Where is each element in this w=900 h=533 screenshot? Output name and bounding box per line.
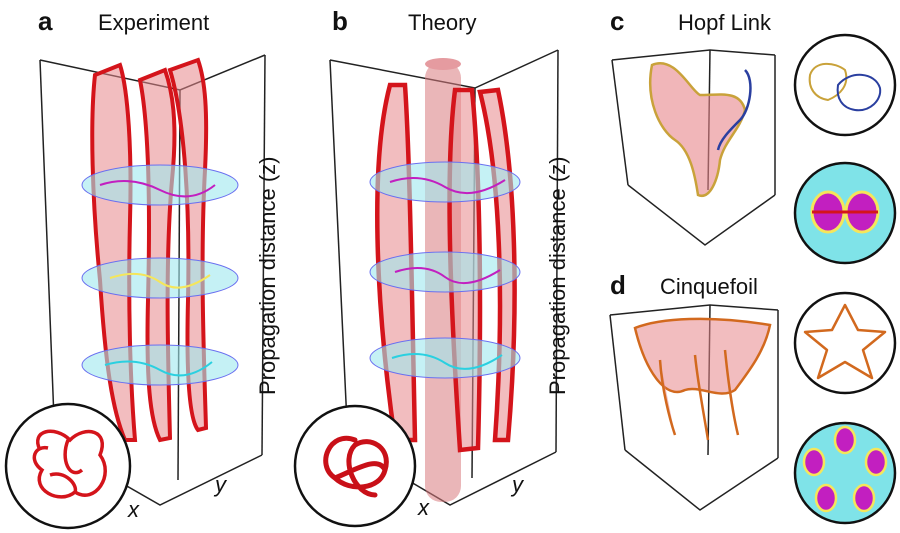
panel-c-figure	[611, 33, 897, 265]
panel-letter-b: b	[332, 6, 348, 36]
panel-title-c: Hopf Link	[678, 10, 771, 35]
panel-d: d Cinquefoil	[600, 270, 900, 533]
hopf-link-icon	[793, 33, 897, 137]
axis-z-label-b: Propagation distance (z)	[545, 156, 570, 395]
panel-a: a Experiment Pro	[0, 0, 300, 533]
phase-disc-icon	[81, 164, 239, 386]
axis-x-label-a: x	[128, 497, 139, 522]
panel-letter-a: a	[38, 6, 53, 36]
panel-letter-c: c	[610, 6, 625, 36]
phase-disc-icon	[793, 421, 897, 525]
axis-y-label-a: y	[215, 472, 226, 497]
axis-z-label-a: Propagation distance (z)	[255, 156, 280, 395]
phase-disc-icon	[369, 161, 521, 379]
phase-disc-icon	[793, 161, 897, 265]
axis-x-label-b: x	[418, 495, 429, 520]
panel-title-d: Cinquefoil	[660, 274, 758, 299]
trefoil-knot-icon	[293, 404, 417, 528]
panel-title-b: Theory	[408, 10, 477, 35]
panel-d-figure	[609, 291, 897, 525]
panel-a-figure	[4, 54, 266, 530]
axis-y-label-b: y	[512, 472, 523, 497]
panel-b-figure	[293, 49, 559, 528]
panel-c: c Hopf Link	[600, 0, 900, 270]
panel-b: b Theory Propaga	[293, 0, 600, 533]
panel-letter-d: d	[610, 270, 626, 300]
panel-title-a: Experiment	[98, 10, 210, 35]
cinquefoil-knot-icon	[793, 291, 897, 395]
trefoil-knot-icon	[4, 402, 132, 530]
